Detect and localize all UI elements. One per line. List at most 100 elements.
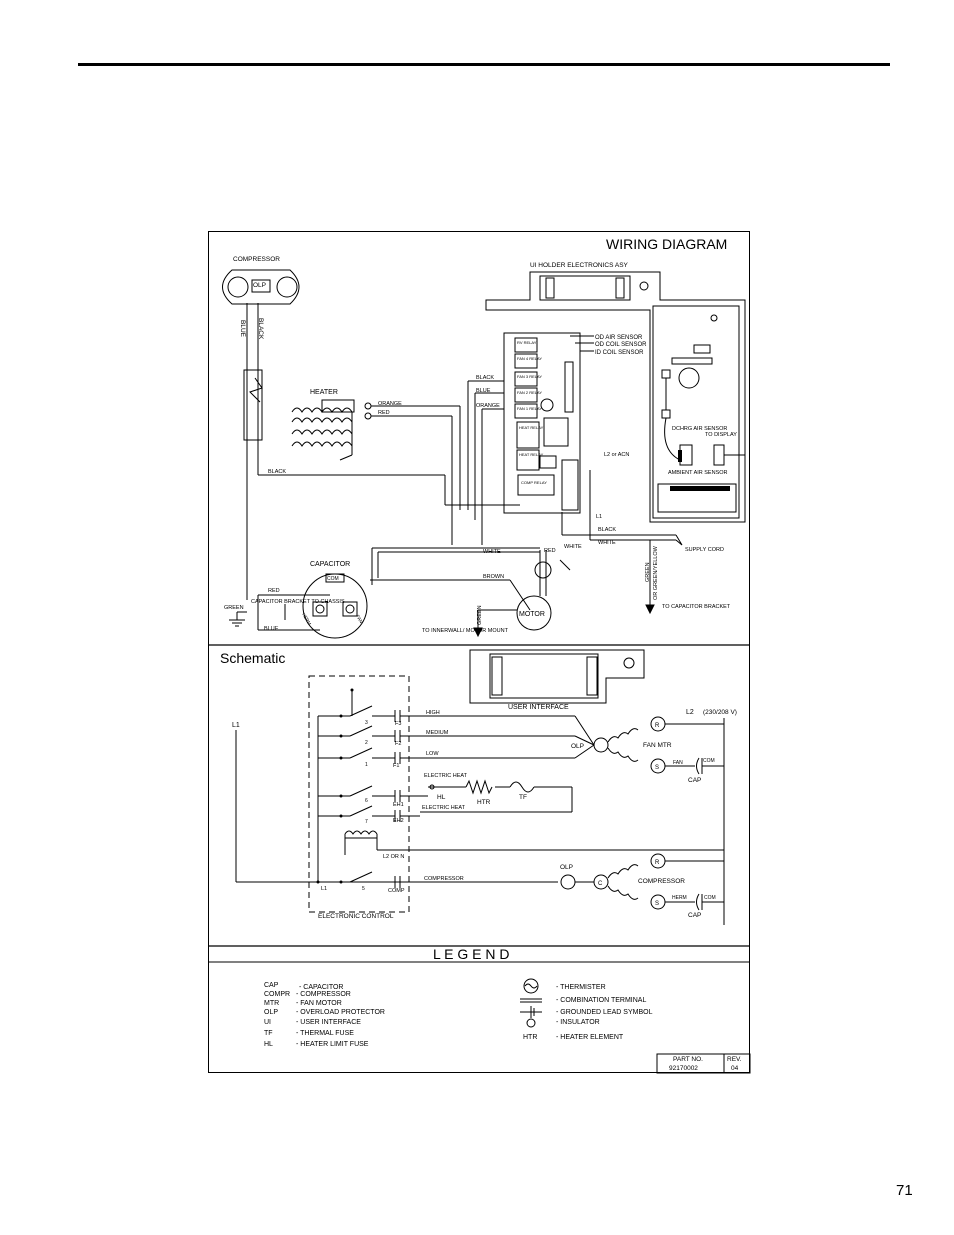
- comp-r-label: R: [655, 860, 660, 866]
- comp-cap-herm-label: HERM: [672, 895, 687, 901]
- fan2-relay-label: FAN 2 RELAY: [517, 390, 542, 395]
- compressor-shape: [222, 269, 300, 305]
- legend-title: L E G E N D: [433, 946, 510, 962]
- contact-1-label: 1: [365, 762, 368, 768]
- schematic-title: Schematic: [220, 650, 285, 666]
- black-supply-label: BLACK: [598, 527, 616, 533]
- red-wire-label: RED: [378, 410, 390, 416]
- f2-label: F2: [395, 741, 401, 747]
- legend-desc-combination: - COMBINATION TERMINAL: [556, 997, 646, 1004]
- heat-relay-2-label: HEAT RELAY: [519, 452, 544, 457]
- grounded-lead-icon: [520, 1006, 542, 1018]
- white-supply-label: WHITE: [598, 540, 616, 546]
- electronic-control-box: [308, 675, 410, 913]
- cap-com-label: COM: [327, 576, 339, 582]
- contact-5-label: 5: [362, 886, 365, 892]
- voltage-label: (230/208 V): [703, 709, 737, 716]
- fan4-relay-label: FAN 4 RELAY: [517, 356, 542, 361]
- contact-3-label: 3: [365, 720, 368, 726]
- id-coil-sensor-label: ID COIL SENSOR: [595, 350, 644, 356]
- rv-relay-label: RV RELAY: [517, 340, 537, 345]
- legend-desc-1: - COMPRESSOR: [296, 991, 351, 998]
- legend-desc-6: - HEATER LIMIT FUSE: [296, 1041, 369, 1048]
- capacitor-bracket-label: CAPACITOR BRACKET TO CHASSIS: [251, 599, 345, 605]
- heat-relay-1-label: HEAT RELAY: [519, 425, 544, 430]
- green-yellow-label: OR GREEN/YELLOW: [653, 545, 659, 600]
- fan-s-label: S: [655, 765, 659, 771]
- control-l1-label: L1: [321, 886, 327, 892]
- blue-wire-label: BLUE: [239, 320, 246, 338]
- capacitor-shape: [302, 573, 368, 639]
- comp-contact-label: COMP: [388, 888, 405, 894]
- od-air-sensor-label: OD AIR SENSOR: [595, 335, 643, 341]
- comp-cap-com-label: COM: [704, 895, 716, 901]
- rev-label: REV.: [727, 1056, 742, 1063]
- part-no-value: 92170002: [669, 1065, 698, 1072]
- supply-cord-label: SUPPLY CORD: [685, 547, 724, 553]
- thermister-icon: [523, 978, 539, 994]
- f3-label: F3: [395, 721, 401, 727]
- compressor-line-label: COMPRESSOR: [424, 876, 464, 882]
- legend-desc-2: - FAN MOTOR: [296, 1000, 342, 1007]
- low-label: LOW: [426, 751, 439, 757]
- fan-olp-label: OLP: [571, 743, 584, 750]
- medium-label: MEDIUM: [426, 730, 449, 736]
- htr-label: HTR: [477, 799, 491, 806]
- eh1-label: EH1: [393, 802, 404, 808]
- control-board: [503, 332, 581, 514]
- transformer-coil: [344, 830, 378, 835]
- white-cap-label: WHITE: [483, 549, 501, 555]
- wiring-diagram-title: WIRING DIAGRAM: [606, 236, 727, 252]
- legend-abbr-1: COMPR: [264, 991, 290, 998]
- cap-fan-label: FAN: [355, 614, 364, 624]
- capacitor-label: CAPACITOR: [310, 561, 350, 568]
- l1-wiring-label: L1: [596, 514, 602, 520]
- part-number-box: [656, 1053, 751, 1074]
- comp-relay-label: COMP RELAY: [521, 480, 547, 485]
- white-motor-label: WHITE: [564, 544, 582, 550]
- brown-wire-label: BROWN: [483, 574, 504, 580]
- insulator-icon: [526, 1018, 536, 1028]
- orange-board-label: ORANGE: [476, 403, 500, 409]
- legend-desc-grounded: - GROUNDED LEAD SYMBOL: [556, 1009, 653, 1016]
- part-no-label: PART NO.: [673, 1056, 703, 1063]
- orange-wire-label: ORANGE: [378, 401, 402, 407]
- fan-cap-fan-label: FAN: [673, 760, 683, 766]
- comp-olp-label: OLP: [560, 864, 573, 871]
- legend-abbr-0: CAP: [264, 982, 279, 989]
- heater-element: [291, 399, 372, 461]
- hl-label: HL: [437, 794, 446, 801]
- black-heater-label: BLACK: [268, 469, 286, 475]
- l2-or-n-label: L2 OR N: [383, 854, 404, 860]
- comp-cap-label: CAP: [688, 912, 701, 919]
- f1-label: F1: [393, 763, 399, 769]
- od-coil-sensor-label: OD COIL SENSOR: [595, 342, 647, 348]
- red-motor-label: RED: [544, 548, 556, 554]
- legend-desc-thermister: - THERMISTER: [556, 984, 606, 991]
- ui-holder: [485, 271, 746, 523]
- legend-abbr-3: OLP: [264, 1009, 278, 1016]
- heater-resistor: [465, 779, 493, 795]
- fan-cap-label: CAP: [688, 777, 701, 784]
- electronic-control-label: ELECTRONIC CONTROL: [318, 913, 394, 920]
- legend-abbr-6: HL: [264, 1041, 273, 1048]
- blue-board-label: BLUE: [476, 388, 491, 394]
- to-capacitor-bracket-label: TO CAPACITOR BRACKET: [662, 604, 731, 610]
- blue-cap-label: BLUE: [264, 626, 279, 632]
- contact-6-label: 6: [365, 798, 368, 804]
- top-rule: [78, 63, 890, 66]
- ui-holder-label: UI HOLDER ELECTRONICS ASY: [530, 262, 629, 269]
- to-display-label: TO DISPLAY: [705, 432, 737, 438]
- ambient-air-sensor-label: AMBIENT AIR SENSOR: [668, 470, 728, 476]
- l2-or-acn-label: L2 or ACN: [604, 452, 629, 458]
- legend-desc-3: - OVERLOAD PROTECTOR: [296, 1009, 385, 1016]
- red-cap-label: RED: [268, 588, 280, 594]
- comp-s-label: S: [655, 901, 659, 907]
- legend-desc-5: - THERMAL FUSE: [296, 1030, 354, 1037]
- legend-desc-heater: - HEATER ELEMENT: [556, 1034, 624, 1041]
- schematic-ui-box: [469, 649, 645, 704]
- combination-terminal-icon: [520, 998, 542, 1003]
- diagram-frame: [208, 231, 750, 1073]
- rev-value: 04: [731, 1065, 739, 1072]
- legend-desc-4: - USER INTERFACE: [296, 1019, 361, 1026]
